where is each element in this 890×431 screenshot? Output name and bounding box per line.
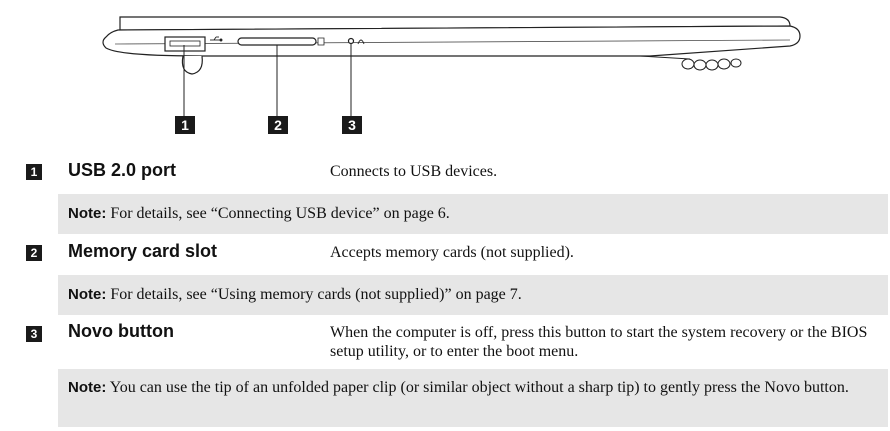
- note-label: Note:: [68, 379, 107, 396]
- memory-card-slot-shape: [237, 37, 317, 46]
- sd-card-icon: [317, 37, 325, 46]
- note-novo-button: Note: You can use the tip of an unfolded…: [58, 369, 888, 427]
- item-marker-3: 3: [26, 326, 42, 342]
- note-text: For details, see “Using memory cards (no…: [110, 286, 522, 303]
- item-title-usb-port: USB 2.0 port: [68, 160, 177, 180]
- item-title-memory-card-slot: Memory card slot: [68, 241, 218, 261]
- note-label: Note:: [68, 286, 107, 303]
- laptop-base: [102, 25, 801, 57]
- callout-1: 1: [175, 116, 195, 134]
- laptop-hinge: [181, 55, 203, 75]
- note-memory-card-slot: Note: For details, see “Using memory car…: [58, 275, 888, 315]
- callout-3: 3: [342, 116, 362, 134]
- item-description-memory-card-slot: Accepts memory cards (not supplied).: [330, 244, 574, 261]
- item-description-novo-button: When the computer is off, press this but…: [330, 324, 868, 360]
- callout-2: 2: [268, 116, 288, 134]
- novo-arrow-icon: [357, 39, 365, 45]
- item-marker-2: 2: [26, 245, 42, 261]
- item-title-novo-button: Novo button: [68, 321, 174, 341]
- laptop-side-view-diagram: [102, 16, 801, 116]
- usb-symbol-icon: [210, 36, 223, 42]
- note-label: Note:: [68, 205, 107, 222]
- laptop-feet: [681, 58, 742, 71]
- note-text: You can use the tip of an unfolded paper…: [109, 379, 849, 396]
- novo-button-shape: [347, 37, 355, 45]
- item-marker-1: 1: [26, 164, 42, 180]
- note-text: For details, see “Connecting USB device”…: [110, 205, 450, 222]
- note-usb-port: Note: For details, see “Connecting USB d…: [58, 194, 888, 234]
- item-description-usb-port: Connects to USB devices.: [330, 163, 498, 180]
